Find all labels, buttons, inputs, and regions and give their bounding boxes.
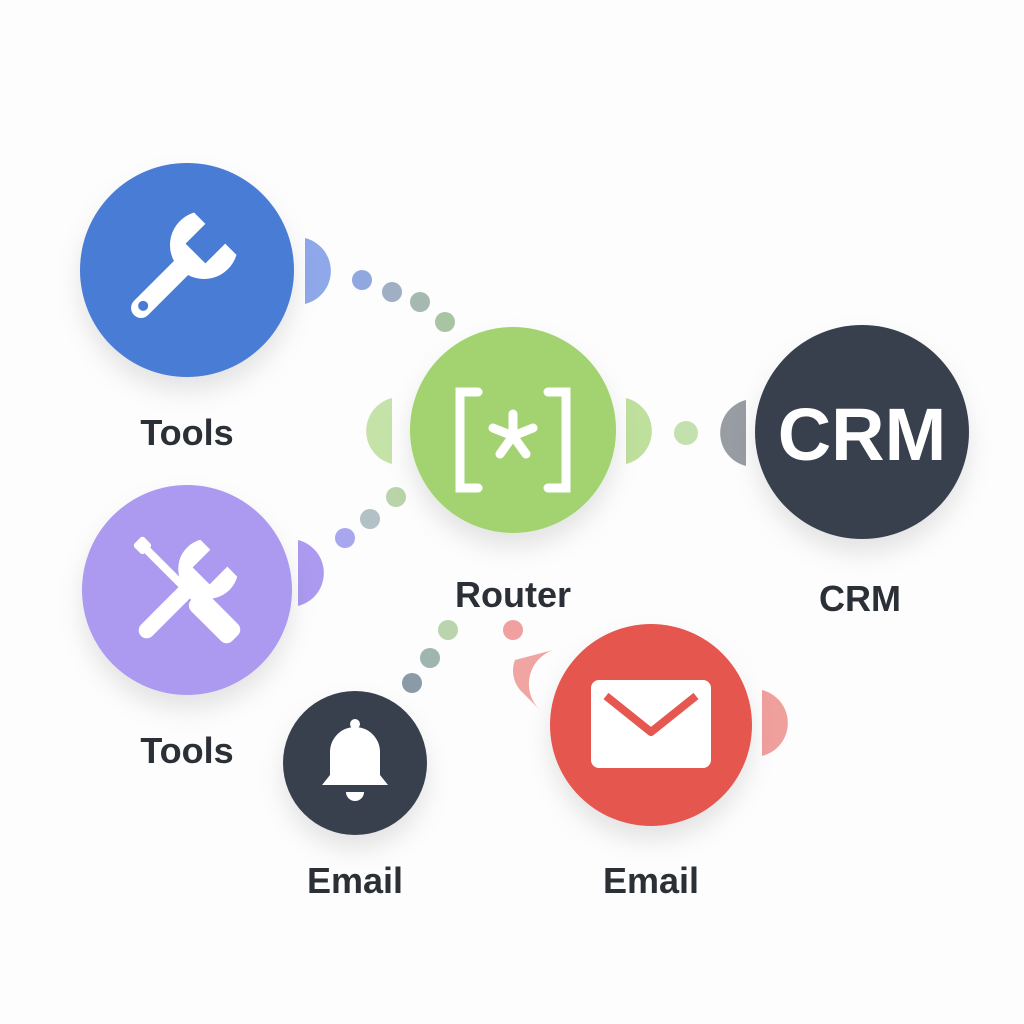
node-crm[interactable]: CRM bbox=[755, 325, 969, 539]
connector-dot bbox=[438, 620, 458, 640]
node-email-mail[interactable] bbox=[550, 624, 752, 826]
connector-dot bbox=[402, 673, 422, 693]
node-label-tools-1: Tools bbox=[140, 412, 234, 453]
wrench-icon bbox=[131, 212, 237, 318]
node-label-router: Router bbox=[455, 574, 571, 615]
connector-router-mail bbox=[503, 620, 553, 710]
connector-dot bbox=[674, 421, 698, 445]
router-input-handle[interactable] bbox=[366, 398, 392, 464]
router-output-handle[interactable] bbox=[626, 398, 652, 464]
connector-router-bell bbox=[402, 620, 458, 693]
connector-dot bbox=[382, 282, 402, 302]
node-router[interactable] bbox=[410, 327, 616, 533]
connector-handle[interactable] bbox=[298, 540, 324, 606]
bell-icon bbox=[322, 719, 388, 801]
node-tools-2[interactable] bbox=[82, 485, 292, 695]
connector-dot bbox=[335, 528, 355, 548]
connector-dot bbox=[360, 509, 380, 529]
envelope-icon bbox=[591, 680, 711, 768]
connector-dot bbox=[420, 648, 440, 668]
connector-dot bbox=[435, 312, 455, 332]
node-email-bell[interactable] bbox=[283, 691, 427, 835]
node-label-email-bell: Email bbox=[306, 860, 404, 901]
node-label-email-mail: Email bbox=[602, 860, 700, 901]
connector-tools2-router bbox=[298, 487, 406, 606]
connector-dot bbox=[352, 270, 372, 290]
connector-dot bbox=[503, 620, 523, 640]
router-bracket-asterisk-icon bbox=[455, 387, 571, 493]
node-tools-1[interactable] bbox=[80, 163, 294, 377]
node-label-crm: CRM bbox=[819, 578, 901, 619]
screwdriver-wrench-icon bbox=[133, 536, 241, 644]
crm-input-handle[interactable] bbox=[720, 400, 746, 466]
mail-output-handle[interactable] bbox=[762, 690, 788, 756]
crm-logo-text: CRM bbox=[778, 393, 947, 476]
connector-handle[interactable] bbox=[513, 650, 553, 710]
node-label-tools-2: Tools bbox=[140, 730, 234, 771]
connector-dot bbox=[410, 292, 430, 312]
connector-dot bbox=[386, 487, 406, 507]
connector-router-crm bbox=[366, 398, 746, 466]
connector-handle[interactable] bbox=[305, 238, 331, 304]
connector-tools1-router bbox=[305, 238, 455, 332]
